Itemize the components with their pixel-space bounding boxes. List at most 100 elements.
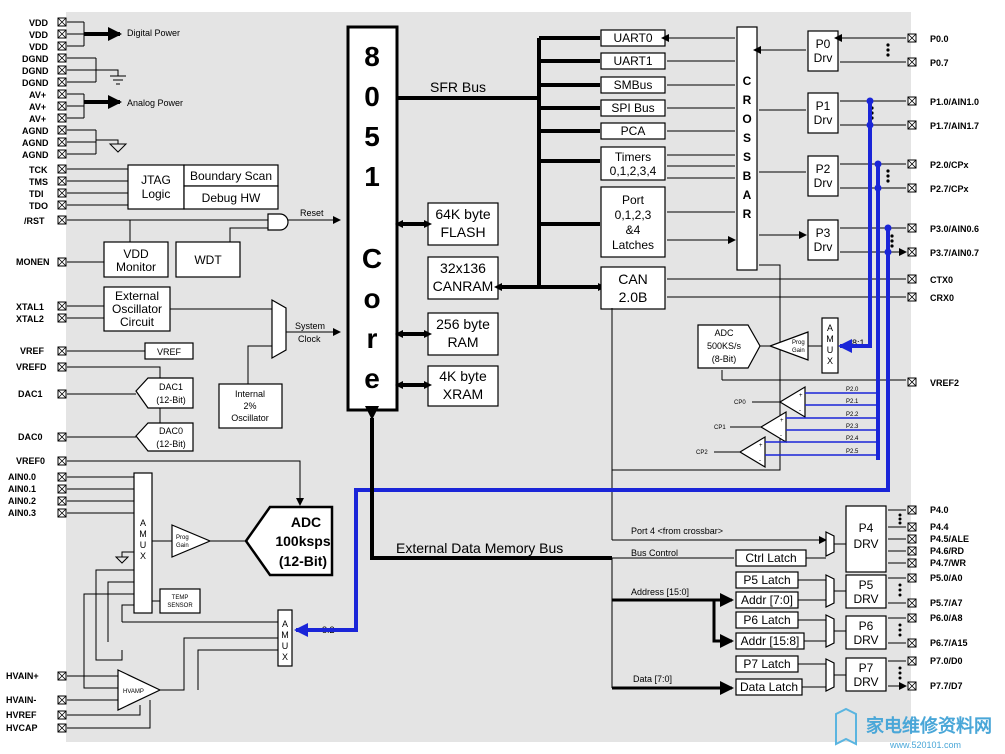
core-0: 0	[364, 81, 380, 112]
crossbar-s1: S	[743, 131, 751, 145]
pin-p7-0: P7.0/D0	[930, 656, 963, 666]
pin-pad-left-30	[57, 695, 67, 705]
pin-pad-left-18	[57, 301, 67, 311]
cp1-shape	[759, 410, 787, 444]
memory-section: 64K byte FLASH 32x136 CANRAM 256 byte RA…	[395, 202, 606, 407]
xram-box	[427, 365, 499, 407]
pin-p1-7: P1.7/AIN1.7	[930, 121, 979, 131]
core-box	[346, 25, 399, 412]
amux-right-a: A	[827, 323, 833, 333]
address-label: Address [15:0]	[631, 587, 689, 597]
pin-hvain-plus: HVAIN+	[6, 671, 39, 681]
sfr-bus-label: SFR Bus	[430, 79, 486, 95]
reset-section: Reset VDD Monitor WDT	[67, 208, 341, 278]
crossbar-r2: R	[743, 207, 752, 221]
left-pin-pads	[57, 17, 67, 733]
mux-p7	[825, 658, 835, 692]
pin-pad-right-14	[907, 546, 917, 556]
port-latches-line1: Port	[622, 193, 645, 207]
pin-p3-0: P3.0/AIN0.6	[930, 224, 979, 234]
pin-pad-left-8	[57, 113, 67, 123]
pin-tms: TMS	[29, 177, 48, 187]
p3-drv-line1: P3	[816, 226, 831, 240]
amux-left-box	[133, 472, 153, 614]
pin-pad-right-18	[907, 613, 917, 623]
watermark-text: 家电维修资料网	[866, 715, 992, 736]
can-line2: 2.0B	[619, 289, 648, 305]
pin-dgnd-1: DGND	[22, 54, 49, 64]
pin-xtal1: XTAL1	[16, 302, 44, 312]
pin-p4-4: P4.4	[930, 522, 949, 532]
temp-sensor-line1: TEMP	[172, 595, 189, 601]
canram-line2: CANRAM	[433, 278, 494, 294]
jtag-logic-line2: Logic	[142, 187, 171, 201]
reset-label: Reset	[300, 208, 324, 218]
pin-vdd-2: VDD	[29, 30, 49, 40]
pin-p7-7: P7.7/D7	[930, 681, 963, 691]
adc-main-line2: 100ksps	[275, 533, 330, 549]
ram-line2: RAM	[447, 334, 478, 350]
pin-xtal2: XTAL2	[16, 314, 44, 324]
timers-line1: Timers	[615, 150, 651, 164]
right-pin-labels: P0.0 P0.7 P1.0/AIN1.0 P1.7/AIN1.7 P2.0/C…	[930, 34, 979, 691]
spi-bus-label: SPI Bus	[611, 101, 654, 115]
cp2-label: CP2	[696, 450, 708, 456]
pin-rst: /RST	[24, 216, 45, 226]
adc-left-section: A M U X Prog Gain ADC 100ksps (12-Bit) T…	[67, 460, 334, 689]
svg-text:+: +	[759, 443, 763, 449]
crossbar-a: A	[743, 188, 752, 202]
pin-pad-left-3	[57, 53, 67, 63]
pin-pad-left-25	[57, 472, 67, 482]
cp0-shape	[778, 385, 806, 419]
can-box	[600, 266, 666, 310]
boundary-scan-label: Boundary Scan	[190, 169, 272, 183]
pin-pad-left-13	[57, 176, 67, 186]
core-5: 5	[364, 121, 380, 152]
ratio-8-1: 8:1	[852, 338, 865, 348]
core-1: 1	[364, 161, 380, 192]
dac1-shape	[135, 377, 194, 409]
left-pin-labels: VDD VDD VDD DGND DGND DGND AV+ AV+ AV+ A…	[6, 18, 50, 733]
prog-gain-right-2: Gain	[792, 348, 805, 354]
pin-pad-left-0	[57, 17, 67, 27]
svg-text:-: -	[780, 433, 782, 439]
p4-drv-line2: DRV	[853, 537, 878, 551]
pin-pad-left-17	[57, 257, 67, 267]
svg-text:+: +	[799, 393, 803, 399]
pin-ain0-1: AIN0.1	[8, 484, 36, 494]
pin-pad-left-32	[57, 723, 67, 733]
watermark: 家电维修资料网 www.520101.com	[835, 707, 992, 750]
pin-pad-right-9	[907, 292, 917, 302]
flash-box	[427, 202, 499, 246]
pin-pad-left-24	[57, 456, 67, 466]
mux-p6	[825, 614, 835, 648]
pin-hvcap: HVCAP	[6, 723, 38, 733]
svg-text:-: -	[759, 458, 761, 464]
ext-osc-line1: External	[115, 289, 159, 303]
p0-drv-line1: P0	[816, 37, 831, 51]
pin-pad-left-29	[57, 671, 67, 681]
vdd-monitor-box	[103, 241, 169, 278]
p5-drv-box	[845, 574, 887, 609]
right-pin-pads	[907, 33, 917, 691]
pin-p2-0: P2.0/CPx	[930, 160, 969, 170]
pin-crx0: CRX0	[930, 293, 954, 303]
pin-pad-left-10	[57, 137, 67, 147]
pin-vrefd: VREFD	[16, 362, 47, 372]
p6-drv-line1: P6	[859, 619, 874, 633]
port-latches-line2: 0,1,2,3	[615, 208, 652, 222]
pin-monen: MONEN	[16, 257, 50, 267]
pin-ctx0: CTX0	[930, 275, 953, 285]
pin-p6-7: P6.7/A15	[930, 638, 968, 648]
port4-label: Port 4 <from crossbar>	[631, 526, 723, 536]
pin-pad-right-12	[907, 522, 917, 532]
crossbar-box	[736, 26, 758, 271]
pin-vref2: VREF2	[930, 378, 959, 388]
ext-bus-section: External Data Memory Bus Port 4 <from cr…	[365, 308, 906, 696]
adc-right-section: ADC 500KS/s (8-Bit) Prog Gain A M U X 8:…	[697, 317, 906, 381]
pin-p1-0: P1.0/AIN1.0	[930, 97, 979, 107]
reset-or-gate	[267, 213, 289, 231]
svg-text:-: -	[799, 408, 801, 414]
cp2-shape	[738, 435, 766, 469]
p0-drv-line2: Drv	[814, 51, 833, 65]
